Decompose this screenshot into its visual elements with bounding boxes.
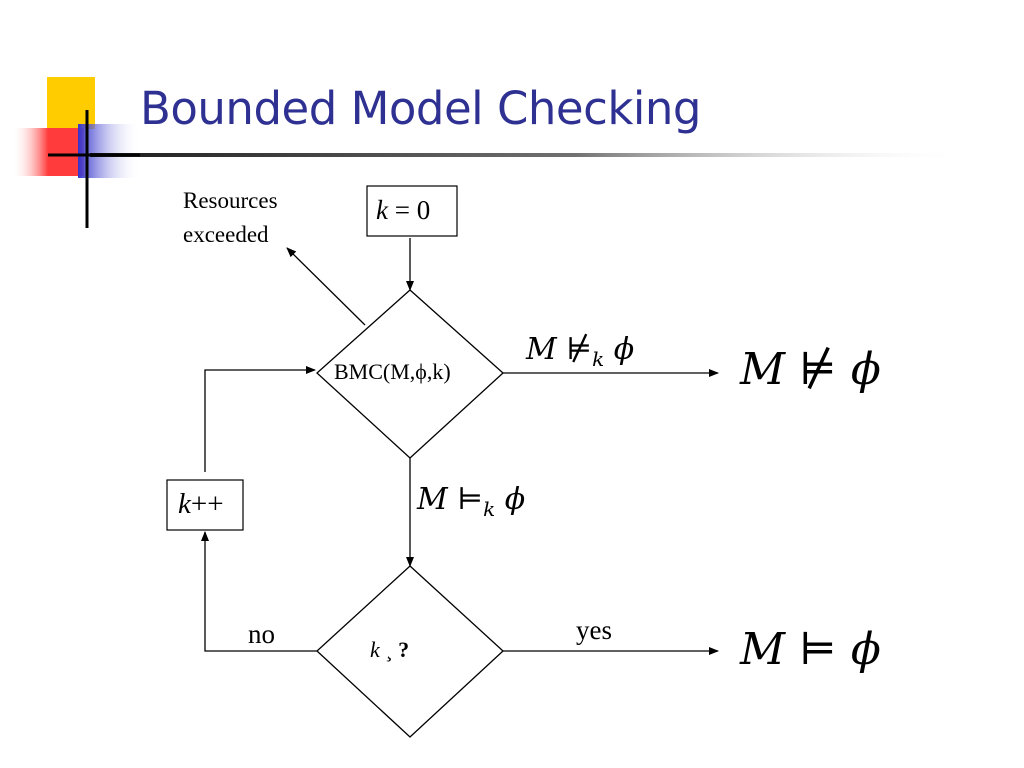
increment-box bbox=[166, 479, 244, 531]
yes-label: yes bbox=[576, 615, 612, 645]
bmc-label: BMC(M,ϕ,k) bbox=[334, 359, 451, 384]
logo-red-bar bbox=[12, 128, 84, 176]
increment-label: k++ bbox=[178, 488, 224, 520]
slide-title: Bounded Model Checking bbox=[140, 82, 702, 135]
check-diamond bbox=[316, 565, 504, 738]
result-not-sat: M ⊭ ϕ bbox=[740, 344, 881, 395]
arrow-increment-to-bmc bbox=[204, 366, 316, 472]
slide-logo bbox=[12, 77, 140, 228]
result-sat: M ⊨ ϕ bbox=[740, 624, 881, 675]
resources-exceeded-label: Resources exceeded bbox=[183, 188, 278, 247]
sat-k-label: M ⊨k ϕ bbox=[417, 482, 526, 521]
arrow-resources-exceeded bbox=[286, 247, 366, 326]
title-divider bbox=[90, 153, 970, 157]
no-label: no bbox=[248, 619, 275, 649]
init-label: k = 0 bbox=[376, 195, 431, 225]
arrow-check-to-increment bbox=[201, 531, 317, 652]
init-box bbox=[366, 185, 458, 237]
not-sat-k-label: M ⊭k ϕ bbox=[526, 332, 635, 371]
check-condition-label: k ¸ ? bbox=[370, 637, 410, 662]
